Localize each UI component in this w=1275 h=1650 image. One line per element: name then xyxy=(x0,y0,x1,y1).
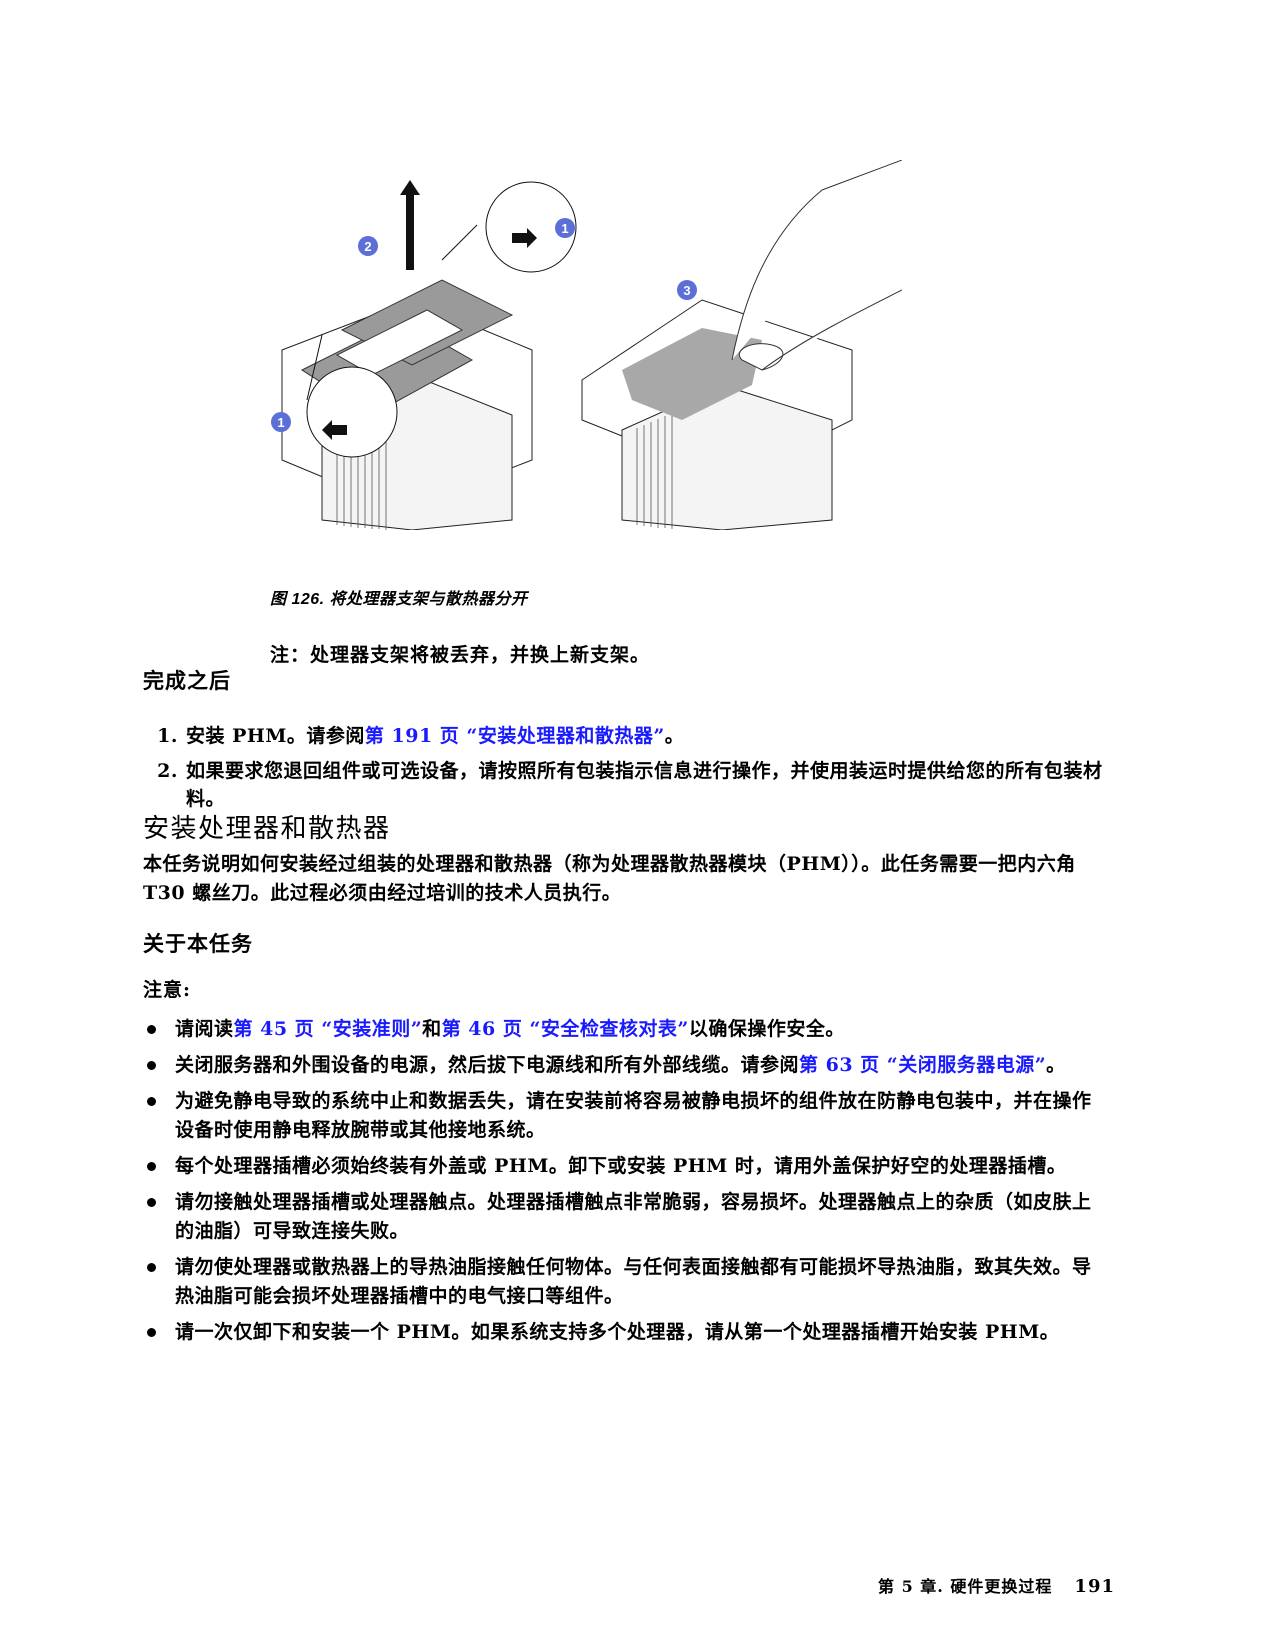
bullet-icon xyxy=(147,1198,156,1207)
bullet-icon xyxy=(147,1263,156,1272)
bullet-text-mid: 和 xyxy=(422,1018,442,1040)
bullet-text: 关闭服务器和外围设备的电源，然后拔下电源线和所有外部线缆。请参阅 xyxy=(175,1054,800,1076)
bullet-item: 请勿使处理器或散热器上的导热油脂接触任何物体。与任何表面接触都有可能损坏导热油脂… xyxy=(145,1253,1110,1311)
step-text-end: 。 xyxy=(664,725,685,747)
step-number: 2. xyxy=(157,760,178,782)
bullet-item: 每个处理器插槽必须始终装有外盖或 PHM。卸下或安装 PHM 时，请用外盖保护好… xyxy=(145,1152,1110,1181)
callout-2: 2 xyxy=(364,239,371,254)
step-number: 1. xyxy=(157,725,178,747)
bullet-text-end: 以确保操作安全。 xyxy=(688,1018,845,1040)
bullet-icon xyxy=(147,1097,156,1106)
bullet-icon xyxy=(147,1061,156,1070)
about-task-heading: 关于本任务 xyxy=(143,931,253,956)
callout-1-bottom: 1 xyxy=(277,415,284,430)
bullet-text: 请勿接触处理器插槽或处理器触点。处理器插槽触点非常脆弱，容易损坏。处理器触点上的… xyxy=(175,1191,1092,1242)
bullet-text: 每个处理器插槽必须始终装有外盖或 PHM。卸下或安装 PHM 时，请用外盖保护好… xyxy=(175,1155,1067,1177)
section-intro: 本任务说明如何安装经过组装的处理器和散热器（称为处理器散热器模块（PHM））。此… xyxy=(143,853,1076,904)
after-steps-list: 1. 安装 PHM。请参阅第 191 页 “安装处理器和散热器”。 2. 如果要… xyxy=(148,722,1108,820)
bullet-item: 请阅读第 45 页 “安装准则”和第 46 页 “安全检查核对表”以确保操作安全… xyxy=(145,1015,1110,1044)
step-text: 安装 PHM。请参阅 xyxy=(186,725,365,747)
step-text: 如果要求您退回组件或可选设备，请按照所有包装指示信息进行操作，并使用装运时提供给… xyxy=(186,760,1103,810)
attention-label: 注意: xyxy=(143,979,192,1001)
bullet-icon xyxy=(147,1025,156,1034)
page-number: 191 xyxy=(1074,1576,1115,1597)
figure-note: 注：处理器支架将被丢弃，并换上新支架。 xyxy=(270,644,651,666)
bullet-text: 请阅读 xyxy=(175,1018,234,1040)
bullet-item: 关闭服务器和外围设备的电源，然后拔下电源线和所有外部线缆。请参阅第 63 页 “… xyxy=(145,1051,1110,1080)
bullet-text: 请一次仅卸下和安装一个 PHM。如果系统支持多个处理器，请从第一个处理器插槽开始… xyxy=(175,1321,1060,1343)
bullet-text: 请勿使处理器或散热器上的导热油脂接触任何物体。与任何表面接触都有可能损坏导热油脂… xyxy=(175,1256,1092,1307)
processor-heatsink-illustration: 1 2 1 3 xyxy=(271,159,903,531)
figure-caption: 图 126. 将处理器支架与散热器分开 xyxy=(270,591,528,608)
bullet-item: 请一次仅卸下和安装一个 PHM。如果系统支持多个处理器，请从第一个处理器插槽开始… xyxy=(145,1318,1110,1347)
bullet-icon xyxy=(147,1328,156,1337)
section-title: 安装处理器和散热器 xyxy=(143,814,391,844)
after-completion-heading: 完成之后 xyxy=(143,668,231,693)
page-footer: 第 5 章. 硬件更换过程 191 xyxy=(878,1573,1115,1597)
link-safety-checklist[interactable]: 第 46 页 “安全检查核对表” xyxy=(441,1018,689,1040)
callout-3: 3 xyxy=(683,283,690,298)
link-power-off-server[interactable]: 第 63 页 “关闭服务器电源” xyxy=(799,1054,1047,1076)
step-item: 2. 如果要求您退回组件或可选设备，请按照所有包装指示信息进行操作，并使用装运时… xyxy=(148,757,1108,813)
step-item: 1. 安装 PHM。请参阅第 191 页 “安装处理器和散热器”。 xyxy=(148,722,1108,750)
bullet-text-end: 。 xyxy=(1046,1054,1066,1076)
bullet-icon xyxy=(147,1162,156,1171)
chapter-label: 第 5 章. 硬件更换过程 xyxy=(878,1577,1053,1596)
bullet-item: 为避免静电导致的系统中止和数据丢失，请在安装前将容易被静电损坏的组件放在防静电包… xyxy=(145,1087,1110,1145)
bullet-text: 为避免静电导致的系统中止和数据丢失，请在安装前将容易被静电损坏的组件放在防静电包… xyxy=(175,1090,1092,1141)
attention-list: 请阅读第 45 页 “安装准则”和第 46 页 “安全检查核对表”以确保操作安全… xyxy=(145,1015,1110,1354)
figure-illustration: 1 2 1 3 xyxy=(262,159,903,531)
callout-1-top: 1 xyxy=(561,221,568,236)
link-install-guidelines[interactable]: 第 45 页 “安装准则” xyxy=(233,1018,423,1040)
bullet-item: 请勿接触处理器插槽或处理器触点。处理器插槽触点非常脆弱，容易损坏。处理器触点上的… xyxy=(145,1188,1110,1246)
link-install-processor-heatsink[interactable]: 第 191 页 “安装处理器和散热器” xyxy=(364,725,665,747)
